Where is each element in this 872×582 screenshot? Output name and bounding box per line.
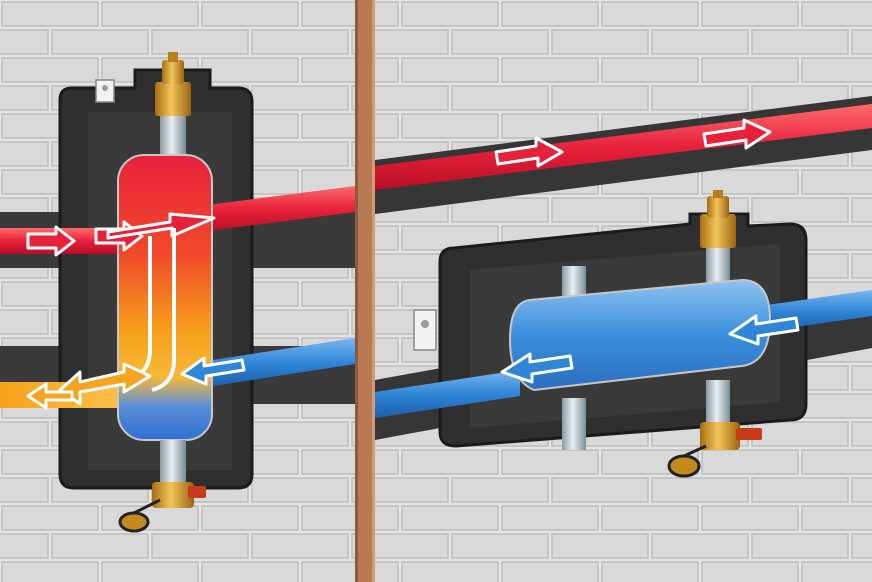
- bottom-nipple: [160, 440, 186, 484]
- bottom-left-nipple: [562, 398, 586, 450]
- flow-arrow-icon: [500, 314, 800, 384]
- air-vent-valve-icon: [155, 52, 191, 116]
- flow-arrow-icon: [26, 362, 152, 410]
- hot-outlet-pipe: [200, 186, 355, 232]
- drain-valve-icon: [667, 422, 762, 478]
- horizontal-hydraulic-separator: [375, 96, 872, 478]
- horizontal-separator-body: [508, 278, 772, 392]
- cold-outlet-pipe: [375, 370, 520, 418]
- flow-arrow-icon: [26, 212, 216, 257]
- drain-valve-icon: [118, 482, 206, 533]
- flow-arrow-icon: [180, 356, 246, 386]
- vertical-hydraulic-separator: [0, 52, 355, 533]
- top-nipple: [160, 112, 186, 162]
- panel-divider: [355, 0, 375, 582]
- air-vent-valve-icon: [700, 190, 736, 248]
- bottom-right-nipple: [706, 380, 730, 426]
- vertical-separator-body: [117, 154, 213, 441]
- flow-arrow-icon: [494, 118, 772, 168]
- cold-return-pipe: [200, 338, 355, 388]
- wall-bracket-icon: [413, 309, 437, 351]
- wall-bracket-icon: [95, 79, 115, 103]
